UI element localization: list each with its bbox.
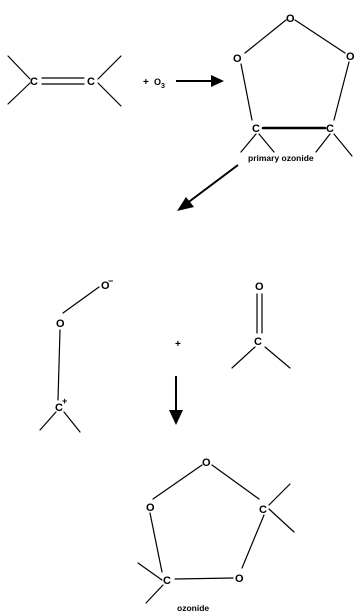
peroxy-oxygen: O	[56, 318, 65, 330]
carbonyl-substituent-b	[264, 346, 291, 369]
ozone-subscript: 3	[161, 83, 165, 90]
o-c-bond	[57, 329, 61, 401]
oz-top-left-bond	[152, 464, 203, 500]
alkene-left-upper-bond	[7, 55, 31, 80]
oz-right-c-o-bond	[241, 514, 265, 569]
alkene: C C	[7, 55, 122, 107]
alkene-left-lower-bond	[7, 82, 31, 105]
carbonyl-compound: O C	[231, 281, 291, 369]
primary-ozonide-label: primary ozonide	[248, 153, 314, 163]
reactant-plus-sign: +	[143, 77, 149, 88]
po-top-right-bond	[294, 19, 346, 54]
po-left-carbon-substituent-b	[258, 133, 275, 153]
oz-right-carbon-substituent-b	[268, 508, 295, 533]
oxide-anion-charge: −	[108, 276, 113, 286]
oz-carbon-bottom-left: C	[163, 575, 171, 587]
arrow-to-intermediates	[177, 164, 239, 211]
carbonyl-oxygen: O	[255, 281, 264, 293]
po-right-o-c-bond	[333, 61, 350, 121]
arrow-to-primary-ozonide	[176, 75, 224, 87]
alkene-carbon-right: C	[87, 76, 95, 88]
oz-left-carbon-substituent-a	[137, 562, 163, 581]
oz-oxygen-bottom-right: O	[235, 573, 244, 585]
oz-left-carbon-substituent-b	[145, 584, 164, 604]
ozonide-label: ozonide	[177, 603, 209, 613]
po-right-carbon-substituent-b	[333, 133, 353, 157]
po-oxygen-top: O	[286, 13, 295, 25]
intermediate-plus-sign: +	[175, 339, 181, 350]
oxide-anion-oxygen: O	[101, 280, 110, 292]
alkene-carbon-left: C	[30, 76, 38, 88]
carbocation-carbon: C	[55, 402, 63, 414]
carbonyl-substituent-a	[231, 346, 256, 369]
oz-right-carbon-substituent-a	[268, 483, 291, 506]
oz-oxygen-top: O	[202, 457, 211, 469]
po-oxygen-right: O	[346, 51, 355, 63]
po-right-carbon-substituent-a	[315, 133, 331, 153]
po-oxygen-left: O	[233, 53, 242, 65]
carbonyl-carbon: C	[254, 336, 262, 348]
carbocation-substituent-a	[39, 411, 57, 431]
oz-bottom-c-o-bond	[174, 577, 234, 580]
alkene-right-lower-bond	[97, 82, 122, 107]
carbocation-substituent-b	[63, 411, 81, 433]
ozone-oxygen: O	[154, 77, 161, 87]
alkene-right-upper-bond	[97, 55, 122, 80]
po-carbon-left: C	[252, 123, 260, 135]
oz-oxygen-left: O	[146, 502, 155, 514]
oz-carbon-right: C	[259, 504, 267, 516]
po-carbon-right: C	[326, 123, 334, 135]
o-o-bond	[62, 286, 100, 314]
carbonyl-oxide: O − O C +	[39, 276, 113, 433]
po-left-o-c-bond	[240, 63, 253, 121]
po-left-carbon-substituent-a	[240, 133, 257, 153]
final-ozonide: O O C C O ozonide	[137, 457, 295, 613]
carbocation-charge: +	[62, 396, 67, 406]
po-top-left-bond	[244, 19, 287, 54]
oz-top-right-bond	[211, 464, 260, 500]
arrow-to-ozonide	[169, 376, 183, 425]
oz-left-o-c-bond	[149, 512, 163, 573]
primary-ozonide: O O O C C primary ozonide	[233, 13, 355, 163]
